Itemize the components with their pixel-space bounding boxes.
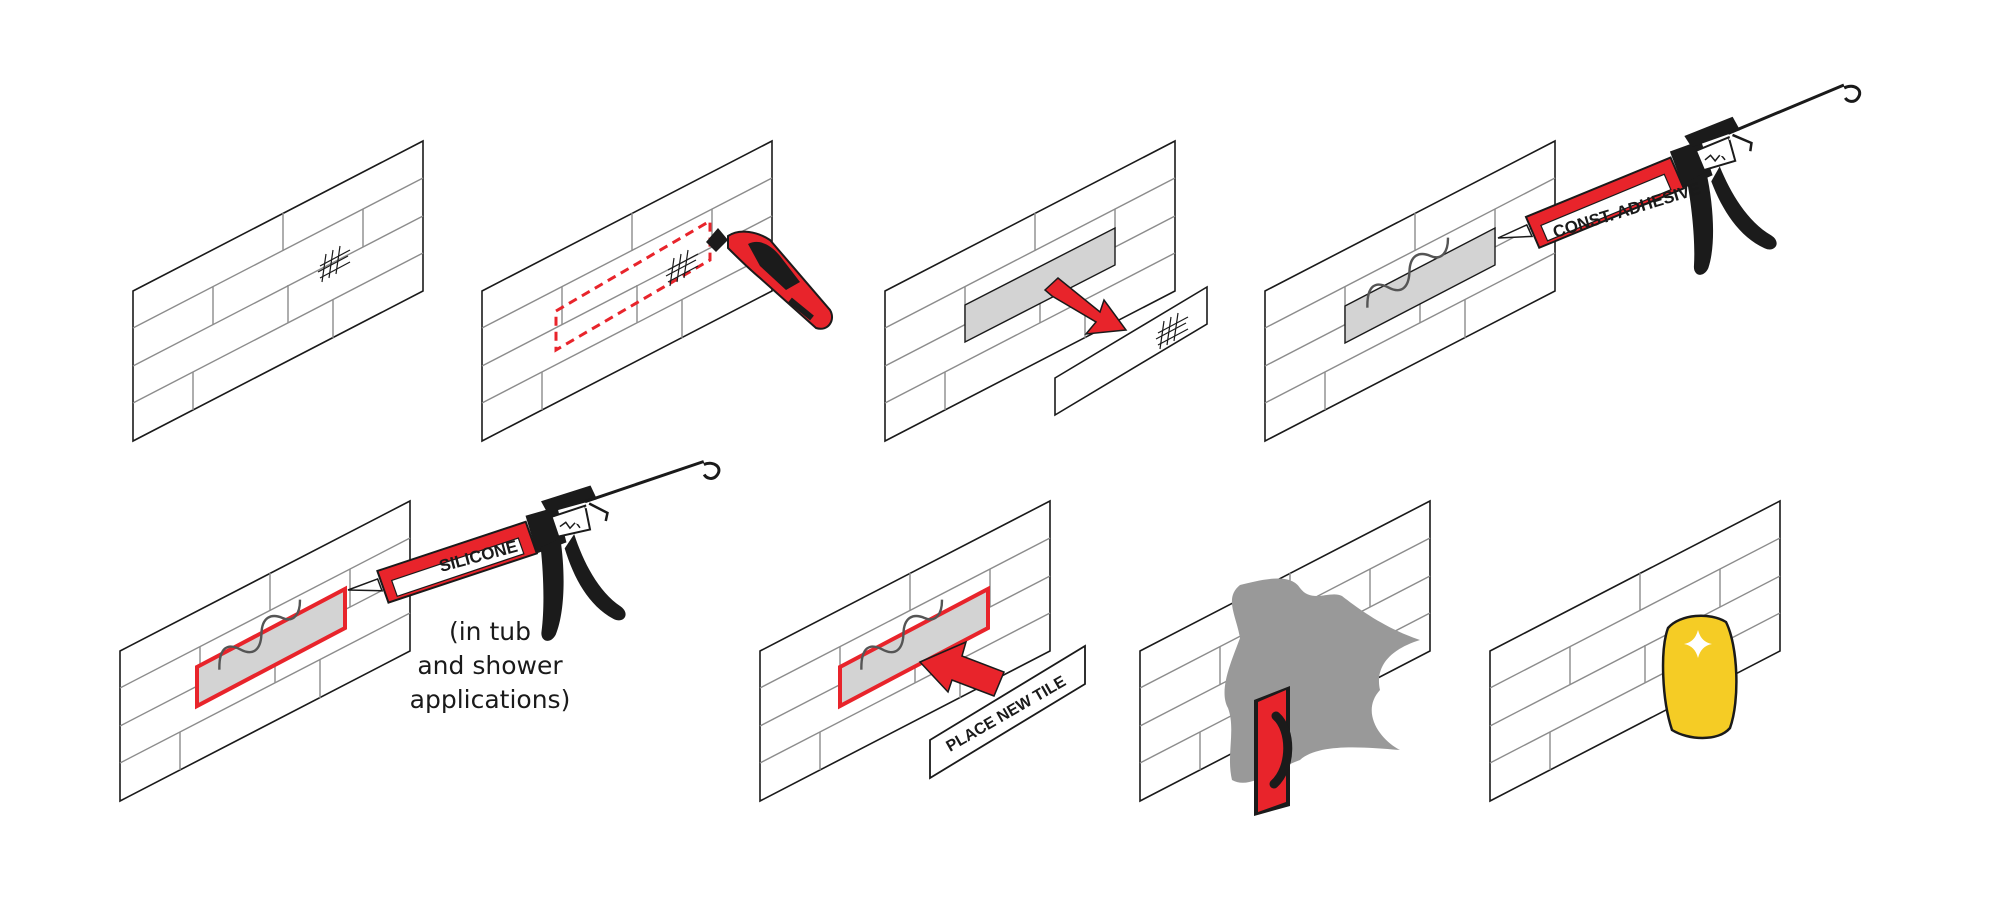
arrow-out-icon — [1043, 277, 1128, 335]
step-2-cut-grout — [481, 140, 834, 442]
removed-tile-gap — [964, 226, 1116, 344]
arrow-in-icon — [918, 640, 1005, 697]
step-4-apply-adhesive: CONST. ADHESIVE — [1264, 81, 1879, 442]
removed-tile-icon — [1054, 285, 1208, 417]
oscillating-tool-icon — [706, 228, 834, 330]
silicone-note: (in tub and shower applications) — [380, 615, 600, 717]
caption-line-2: and shower — [417, 651, 563, 680]
cut-line-icon — [554, 218, 712, 353]
sparkle-icon — [1684, 630, 1712, 658]
grout-float-icon — [1254, 686, 1293, 816]
caption-line-3: applications) — [409, 685, 571, 714]
step-7-grout — [1139, 500, 1431, 816]
sponge-icon — [1661, 614, 1738, 740]
step-6-place-new-tile: PLACE NEW TILE — [759, 500, 1086, 802]
step-3-remove-tile — [884, 140, 1208, 442]
step-1-damaged-tile — [132, 140, 424, 442]
step-8-clean — [1489, 500, 1781, 802]
caption-line-1: (in tub — [448, 617, 531, 646]
